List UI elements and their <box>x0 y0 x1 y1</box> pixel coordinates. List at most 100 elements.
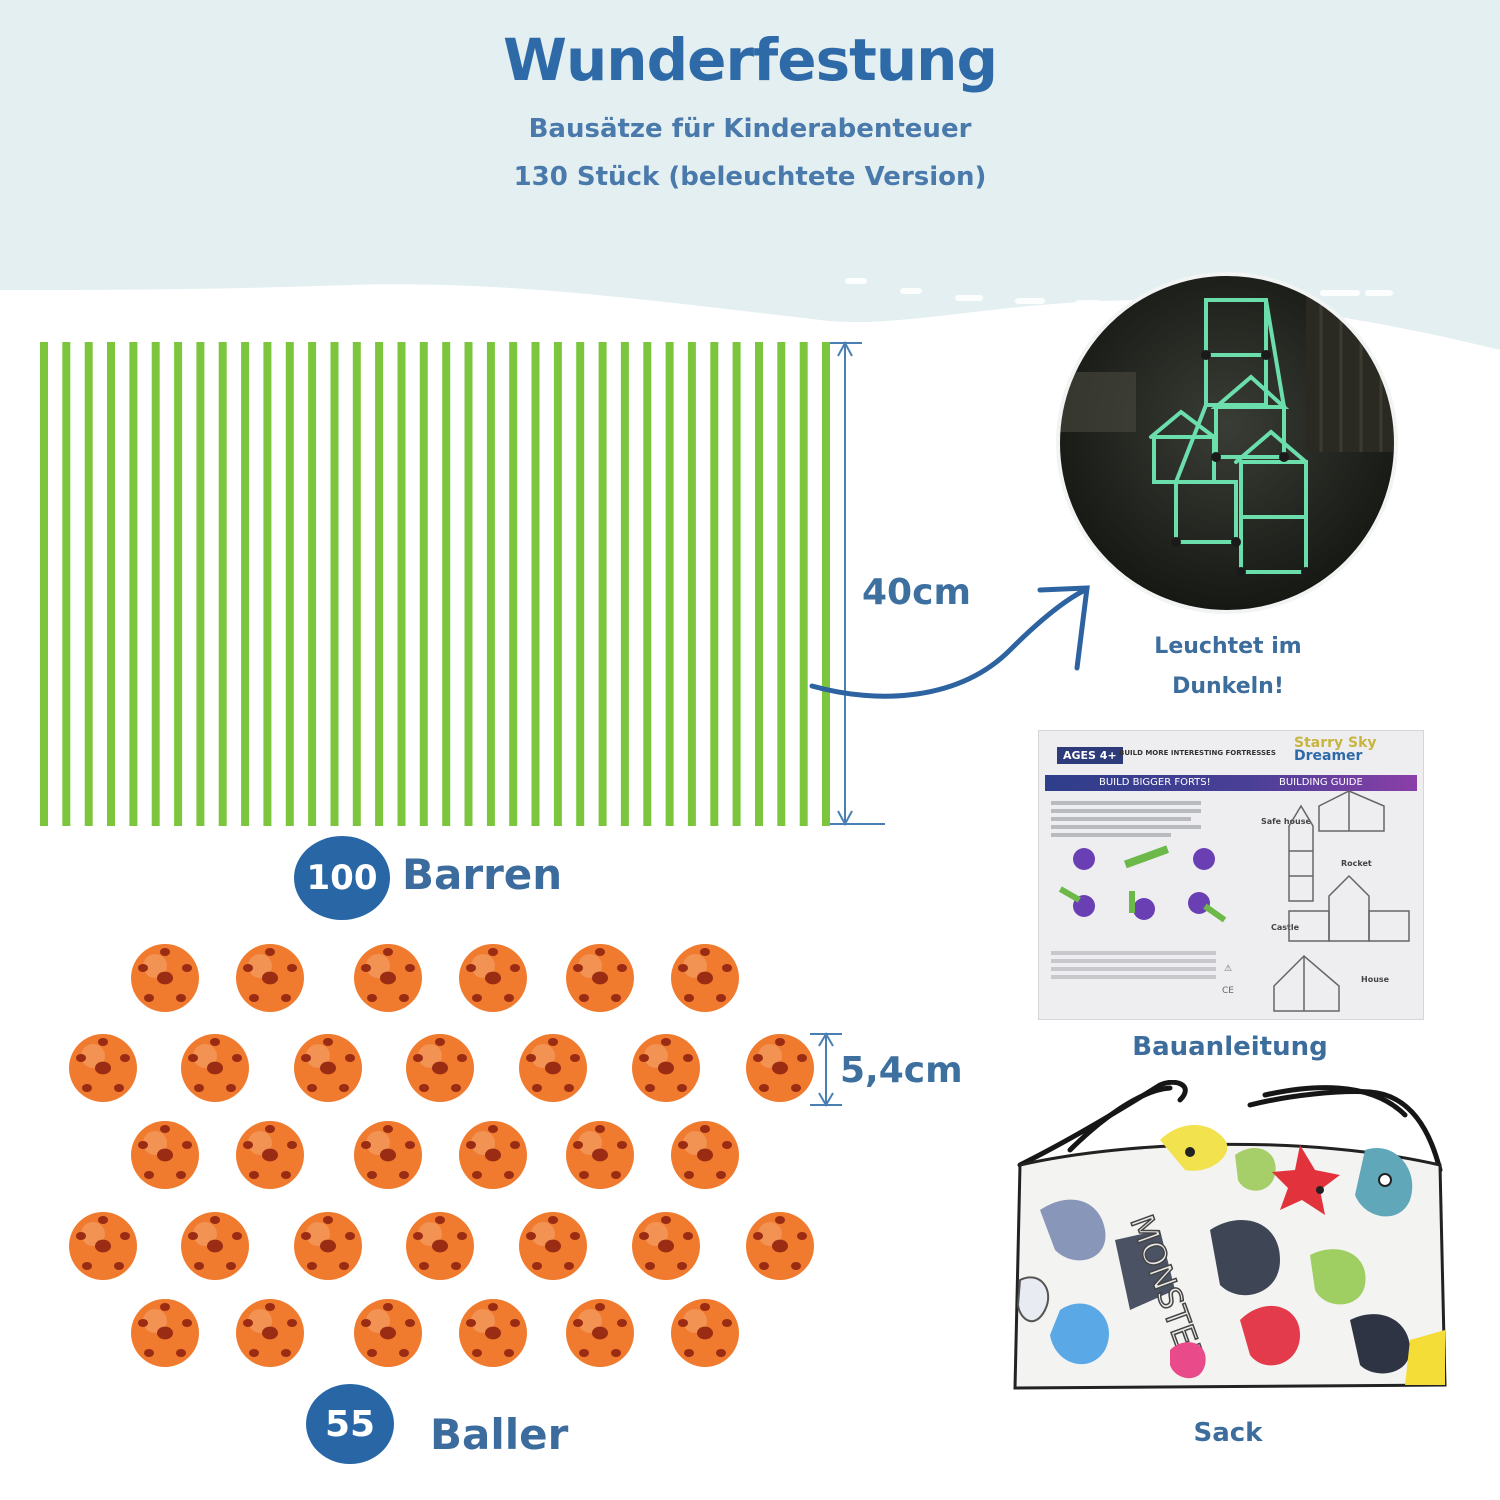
orange-ball <box>566 1121 634 1189</box>
sack-photo: MONSTER <box>1013 1080 1447 1390</box>
green-bar <box>687 342 696 826</box>
green-bar <box>174 342 183 826</box>
guide-item-rocket: Rocket <box>1341 859 1372 868</box>
guide-brand-line2: Dreamer <box>1294 748 1363 764</box>
green-bar <box>665 342 674 826</box>
green-bar <box>732 342 741 826</box>
green-bar <box>531 342 540 826</box>
orange-ball <box>459 944 527 1012</box>
guide-caption: Bauanleitung <box>1132 1032 1328 1062</box>
orange-ball <box>69 1034 137 1102</box>
building-guide-image: AGES 4+ BUILD MORE INTERESTING FORTRESSE… <box>1038 730 1424 1020</box>
balls-group <box>69 944 814 1367</box>
svg-text:CE: CE <box>1222 986 1234 996</box>
green-bar <box>40 342 48 826</box>
green-bar <box>84 342 93 826</box>
orange-ball <box>294 1212 362 1280</box>
glow-in-dark-photo <box>1056 272 1398 614</box>
green-bar <box>643 342 652 826</box>
orange-ball <box>632 1034 700 1102</box>
green-bar <box>598 342 607 826</box>
green-bar <box>107 342 115 826</box>
green-bar <box>263 342 272 826</box>
bar-length-label: 40cm <box>862 572 971 613</box>
orange-ball <box>459 1121 527 1189</box>
glow-caption-line2: Dunkeln! <box>1172 674 1284 699</box>
orange-ball <box>566 1299 634 1367</box>
green-bar <box>755 342 763 826</box>
guide-header-bar <box>1045 775 1417 791</box>
orange-ball <box>354 944 422 1012</box>
orange-ball <box>236 1121 304 1189</box>
bars-label: Barren <box>402 850 563 899</box>
orange-ball <box>354 1299 422 1367</box>
orange-ball <box>236 1299 304 1367</box>
green-bar <box>151 342 160 826</box>
diameter-dimension-line <box>810 1032 842 1107</box>
guide-bar-left-text: BUILD BIGGER FORTS! <box>1099 777 1211 788</box>
green-bar <box>486 342 495 826</box>
green-bar <box>710 342 719 826</box>
header-background <box>0 0 1500 350</box>
guide-age-badge: AGES 4+ <box>1057 747 1123 764</box>
orange-ball <box>236 944 304 1012</box>
piece-count-subtitle: 130 Stück (beleuchtete Version) <box>513 162 987 192</box>
green-bar <box>553 342 562 826</box>
orange-ball <box>632 1212 700 1280</box>
green-bar <box>442 342 451 826</box>
page-title: Wunderfestung <box>503 26 998 94</box>
orange-ball <box>519 1212 587 1280</box>
orange-ball <box>181 1212 249 1280</box>
green-bar <box>397 342 406 826</box>
guide-item-safe-house: Safe house <box>1261 817 1311 826</box>
sack-caption: Sack <box>1193 1418 1263 1448</box>
orange-ball <box>69 1212 137 1280</box>
green-bar <box>576 342 585 826</box>
guide-item-castle: Castle <box>1271 923 1300 932</box>
guide-tagline: BUILD MORE INTERESTING FORTRESSES <box>1119 749 1276 757</box>
orange-ball <box>131 1299 199 1367</box>
green-bar <box>129 342 138 826</box>
green-bar <box>352 342 361 826</box>
guide-brand-line1: Starry Sky <box>1294 735 1377 751</box>
orange-ball <box>131 944 199 1012</box>
orange-ball <box>746 1034 814 1102</box>
orange-ball <box>671 1121 739 1189</box>
orange-ball <box>406 1212 474 1280</box>
green-bar <box>218 342 227 826</box>
ball-diameter-label: 5,4cm <box>840 1050 963 1091</box>
green-bar <box>509 342 518 826</box>
orange-ball <box>406 1034 474 1102</box>
green-bar <box>799 342 808 826</box>
orange-ball <box>746 1212 814 1280</box>
orange-ball <box>566 944 634 1012</box>
green-bar <box>822 342 830 826</box>
guide-drawings: ⚠ CE <box>1051 790 1410 1012</box>
green-bar <box>620 342 629 826</box>
orange-ball <box>181 1034 249 1102</box>
green-bar <box>241 342 250 826</box>
green-bar <box>419 342 428 826</box>
orange-ball <box>519 1034 587 1102</box>
page-subtitle: Bausätze für Kinderabenteuer <box>528 114 972 144</box>
guide-item-house: House <box>1361 975 1390 984</box>
svg-text:⚠: ⚠ <box>1224 964 1232 974</box>
orange-ball <box>354 1121 422 1189</box>
green-bar <box>330 342 339 826</box>
orange-ball <box>131 1121 199 1189</box>
bars-count-badge: 100 <box>294 836 390 920</box>
orange-ball <box>294 1034 362 1102</box>
guide-bar-right-text: BUILDING GUIDE <box>1279 777 1363 788</box>
balls-count-badge: 55 <box>306 1384 394 1464</box>
green-bar <box>464 342 473 826</box>
green-bar <box>308 342 317 826</box>
orange-ball <box>671 1299 739 1367</box>
arrow-to-glow-icon <box>809 585 1090 699</box>
green-bar <box>285 342 294 826</box>
green-bar <box>196 342 205 826</box>
green-bar <box>375 342 384 826</box>
balls-label: Baller <box>430 1410 569 1459</box>
orange-ball <box>459 1299 527 1367</box>
